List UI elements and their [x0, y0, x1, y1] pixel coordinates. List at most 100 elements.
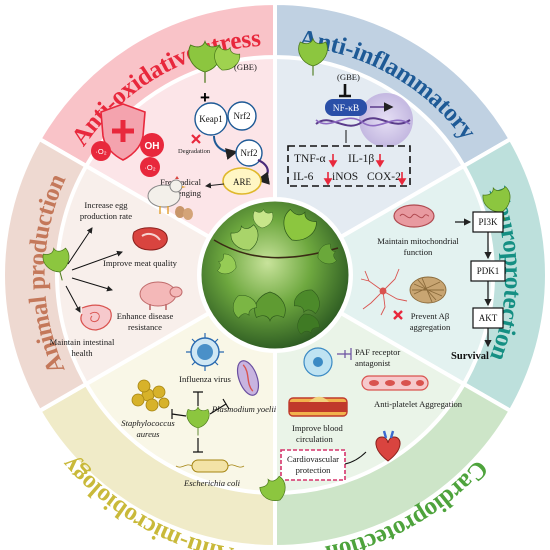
ginkgo-leaf-icon: [214, 45, 241, 71]
intestinal-line2: health: [72, 348, 94, 358]
nfkb-label: NF-κB: [333, 104, 359, 114]
superoxide-bottom-bubble: [140, 157, 160, 177]
egg-line2: production rate: [80, 211, 132, 221]
ginkgo-leaf-icon: [259, 475, 286, 501]
disease-line1: Enhance disease: [117, 311, 174, 321]
staphylococcus-icon: [131, 379, 170, 412]
degradation-cross-icon: [191, 134, 201, 144]
cardio-line2: protection: [296, 465, 332, 475]
nrf2-top-bubble: [227, 101, 257, 131]
cardio-line1: Cardiovascular: [287, 454, 339, 464]
dna-strand: [315, 117, 411, 127]
paf-line2: antagonist: [355, 358, 391, 368]
disease-line2: resistance: [128, 322, 162, 332]
mito-line2: function: [404, 247, 433, 257]
pig-icon: [139, 281, 183, 310]
paf-line1: PAF receptor: [355, 347, 400, 357]
arrows: [65, 227, 123, 313]
platelet-icon: [303, 347, 333, 377]
superoxide-left-bubble: [91, 141, 111, 161]
ginkgo-leaf-icon: [252, 208, 274, 229]
heart-connector: [344, 451, 367, 465]
ginkgo-leaf-icon: [42, 247, 70, 281]
egg-icon: [175, 206, 193, 220]
microbio-panel: Influenza virus Plasmodium yoelii Staphy…: [121, 333, 277, 488]
scavenging-arrow: [205, 182, 225, 189]
inhibition-lines: [171, 391, 230, 453]
ginkgo-leaf-icon: [294, 289, 320, 314]
nfkb-box: [325, 99, 367, 116]
dissociation-arrow: [213, 135, 238, 160]
ginkgo-leaf-icon: [254, 291, 286, 322]
center-ginkgo-image: [198, 198, 352, 352]
plasmodium-label: Plasmodium yoelii: [211, 404, 277, 414]
abeta-line1: Prevent Aβ: [411, 311, 450, 321]
neuro-panel: Maintain mitochondrial function PI3K PDK…: [360, 186, 511, 362]
ginkgo-leaf-icon: [317, 243, 337, 265]
inhibition-bar: [339, 84, 351, 98]
blood-line2: circulation: [296, 434, 333, 444]
ginkgo-leaf-icon: [230, 224, 259, 251]
meat-label: Improve meat quality: [103, 258, 178, 268]
pi3k-label: PI3K: [478, 217, 498, 227]
ginkgo-leaf-icon: [297, 313, 320, 335]
plasmodium-icon: [236, 360, 260, 396]
inflammatory-gbe-label: (GBE): [337, 72, 360, 82]
degradation-label: Degradation: [178, 148, 211, 155]
staph-line1: Staphylococcus: [121, 418, 175, 428]
cytokine-box: [287, 145, 411, 187]
intestine-icon: [80, 304, 112, 331]
staph-line2: aureus: [136, 429, 160, 439]
amyloid-fibril-icon: [409, 276, 447, 304]
nrf2-top-label: Nrf2: [234, 111, 251, 121]
intestinal-line1: Maintain intestinal: [50, 337, 115, 347]
are-element: [222, 167, 262, 195]
o2-bottom-label: ·O₂: [144, 163, 155, 172]
are-label: ARE: [233, 177, 252, 187]
cox2-label: COX-2: [367, 171, 401, 183]
inos-label: iNOS: [332, 171, 358, 183]
mitochondrion-icon: [393, 204, 435, 228]
blood-vessel-icon: [361, 375, 429, 391]
nrf2-bottom-bubble: [235, 139, 263, 167]
ginkgo-leaf-icon: [186, 405, 210, 436]
animal-panel: Increase egg production rate Improve mea…: [42, 176, 193, 358]
plus-sign: +: [200, 88, 210, 107]
neuron-icon: [360, 268, 408, 316]
akt-label: AKT: [479, 313, 498, 323]
pdk1-label: PDK1: [477, 266, 500, 276]
nrf2-bottom-label: Nrf2: [241, 148, 258, 158]
receptor-icon: [337, 348, 352, 360]
il6-label: IL-6: [293, 171, 314, 183]
arrow-down-icons: [323, 154, 407, 186]
cross-icon: [393, 310, 403, 320]
free-radical-line2: scavenging: [162, 188, 201, 198]
platelet-label: Anti-platelet Aggregation: [374, 399, 463, 409]
oxidative-gbe-label: (GBE): [234, 62, 257, 72]
survival-label: Survival: [451, 351, 489, 362]
meat-icon: [132, 227, 168, 251]
ginkgo-leaf-icon: [283, 208, 317, 241]
ecoli-label: Escherichia coli: [183, 478, 241, 488]
hen-icon: [147, 176, 186, 214]
cardio-protection-box: [280, 449, 346, 481]
ginkgo-leaf-icon: [298, 37, 328, 76]
il1b-label: IL-1β: [348, 153, 374, 165]
abeta-line2: aggregation: [410, 322, 451, 332]
tnf-label: TNF-α: [294, 153, 326, 165]
ginkgo-leaf-icon: [232, 295, 258, 319]
o2-left-label: ·O₂: [95, 147, 106, 156]
artery-icon: [288, 396, 348, 417]
blood-line1: Improve blood: [292, 423, 344, 433]
influenza-label: Influenza virus: [179, 374, 231, 384]
keap1-label: Keap1: [199, 114, 223, 124]
egg-line1: Increase egg: [84, 200, 128, 210]
heart-icon: [375, 430, 401, 462]
hydroxyl-radical-bubble: [140, 133, 164, 157]
bacterium-icon: [175, 459, 245, 473]
keap1-bubble: [194, 102, 228, 136]
inflammatory-panel: (GBE) NF-κB TNF-α IL-1β IL-6 iNOS COX-2: [287, 37, 413, 187]
oh-label: OH: [145, 141, 160, 152]
ginkgo-leaf-icon: [217, 253, 237, 275]
